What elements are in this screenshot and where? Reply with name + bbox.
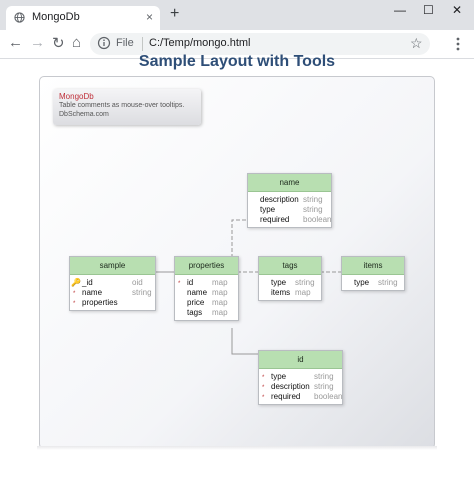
maximize-button[interactable]: ☐ xyxy=(423,3,434,17)
field-marker-icon: * xyxy=(73,301,76,307)
entity-title: sample xyxy=(70,257,155,275)
bookmark-star-icon[interactable]: ☆ xyxy=(410,35,423,51)
field-marker-icon: * xyxy=(178,281,181,287)
entity-title: name xyxy=(248,174,331,192)
url-text[interactable]: C:/Temp/mongo.html xyxy=(149,37,251,49)
field-marker-icon: * xyxy=(262,395,265,401)
tab-title: MongoDb xyxy=(32,11,80,23)
minimize-button[interactable]: — xyxy=(394,3,406,17)
note-line: DbSchema.com xyxy=(59,111,109,118)
note-box[interactable]: MongoDb Table comments as mouse-over too… xyxy=(53,89,201,125)
page-title: Sample Layout with Tools xyxy=(138,53,336,70)
address-bar[interactable]: File C:/Temp/mongo.html ☆ xyxy=(90,33,430,55)
field-row[interactable]: *properties xyxy=(73,298,118,307)
address-divider xyxy=(142,37,143,51)
back-button[interactable]: ← xyxy=(8,34,23,51)
entity-title: properties xyxy=(175,257,238,275)
url-scheme: File xyxy=(116,37,134,49)
note-title: MongoDb xyxy=(59,92,94,101)
note-line: Table comments as mouse-over tooltips. xyxy=(59,102,185,109)
entity-title: id xyxy=(259,351,342,369)
relation-properties-name xyxy=(231,219,247,258)
field-marker-icon: * xyxy=(262,375,265,381)
browser-toolbar: ← → ↻ ⌂ File C:/Temp/mongo.html ☆ xyxy=(0,30,474,59)
new-tab-button[interactable]: + xyxy=(170,5,180,22)
info-icon[interactable] xyxy=(97,36,111,50)
field-marker-icon: * xyxy=(73,291,76,297)
relation-properties-id xyxy=(231,328,258,355)
browser-tab[interactable]: MongoDb × xyxy=(6,6,160,30)
close-window-button[interactable]: ✕ xyxy=(452,3,463,17)
entity-title: tags xyxy=(259,257,321,275)
globe-icon xyxy=(14,12,25,23)
canvas-shadow xyxy=(37,446,437,450)
key-icon: 🔑 xyxy=(71,278,81,287)
forward-button[interactable]: → xyxy=(30,34,45,51)
field-marker-icon: * xyxy=(262,385,265,391)
home-button[interactable]: ⌂ xyxy=(72,34,82,51)
tab-strip: MongoDb × + — ☐ ✕ xyxy=(0,0,474,30)
entity-title: items xyxy=(342,257,404,275)
menu-icon[interactable] xyxy=(456,37,460,51)
reload-button[interactable]: ↻ xyxy=(52,35,65,52)
tab-close-icon[interactable]: × xyxy=(146,10,154,24)
